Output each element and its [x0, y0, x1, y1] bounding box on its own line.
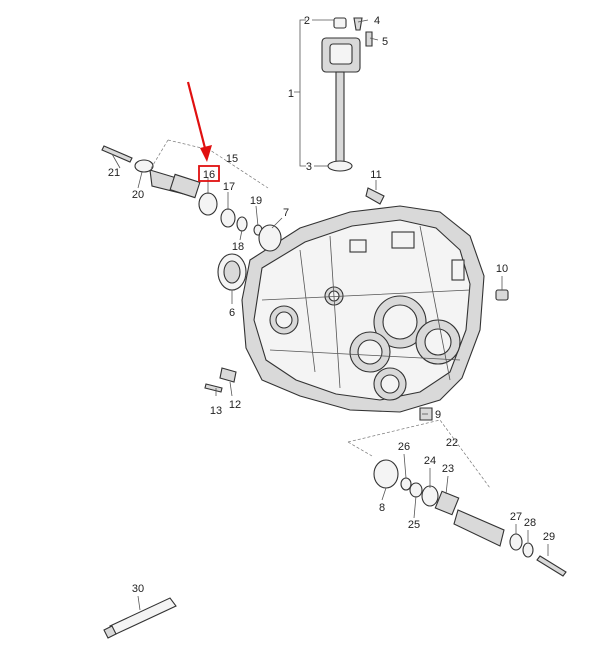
- indicator-arrow: [186, 81, 220, 182]
- callout-4: 4: [374, 15, 380, 27]
- callout-2: 2: [304, 15, 310, 27]
- callout-13: 13: [210, 405, 222, 417]
- callout-22: 22: [446, 437, 458, 449]
- callout-21: 21: [108, 167, 120, 179]
- callout-19: 19: [250, 195, 262, 207]
- callout-29: 29: [543, 531, 555, 543]
- callout-24: 24: [424, 455, 436, 467]
- callout-7: 7: [283, 207, 289, 219]
- callout-8: 8: [379, 502, 385, 514]
- callout-9: 9: [435, 409, 441, 421]
- leader-lines: [111, 19, 549, 611]
- callout-28: 28: [524, 517, 536, 529]
- callout-17: 17: [223, 181, 235, 193]
- callout-6: 6: [229, 307, 235, 319]
- callout-18: 18: [232, 241, 244, 253]
- shift-mechanism: [321, 17, 373, 172]
- callout-labels: 1 2 3 4 5 6 7 8 9 10 11 12 13 15 16 17 1…: [108, 15, 555, 595]
- misc-fasteners: [103, 187, 509, 639]
- callout-27: 27: [510, 511, 522, 523]
- callout-15: 15: [226, 153, 238, 165]
- gearbox-housing: [241, 205, 485, 413]
- callout-1: 1: [288, 88, 294, 100]
- callout-3: 3: [306, 161, 312, 173]
- left-shaft-group: [101, 139, 282, 291]
- callout-23: 23: [442, 463, 454, 475]
- callout-16: 16: [203, 169, 215, 181]
- callout-30: 30: [132, 583, 144, 595]
- callout-5: 5: [382, 36, 388, 48]
- callout-12: 12: [229, 399, 241, 411]
- callout-10: 10: [496, 263, 508, 275]
- callout-26: 26: [398, 441, 410, 453]
- callout-20: 20: [132, 189, 144, 201]
- callout-25: 25: [408, 519, 420, 531]
- callout-11: 11: [370, 169, 381, 181]
- right-shaft-group: [347, 419, 567, 577]
